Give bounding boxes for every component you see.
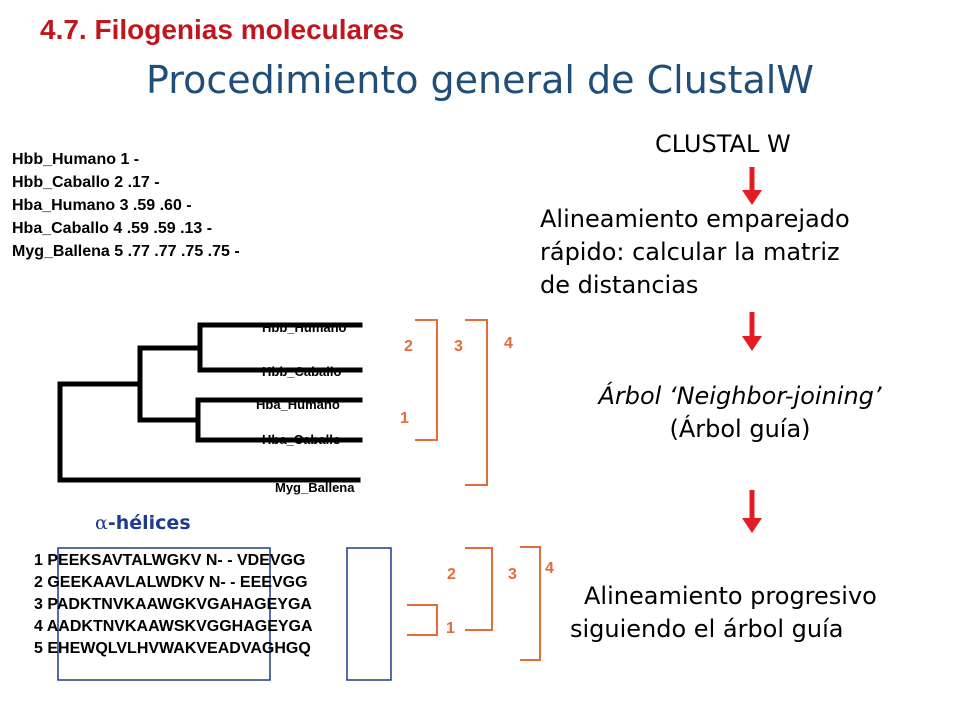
step-clustalw: CLUSTAL W [655, 130, 791, 158]
matrix-row: Hba_Caballo 4 .59 .59 .13 - [12, 220, 213, 237]
step-line: siguiendo el árbol guía [570, 615, 844, 643]
step-line: (Árbol guía) [669, 415, 811, 443]
clade-number: 2 [404, 338, 413, 355]
step-line: de distancias [540, 271, 699, 299]
step-line: rápido: calcular la matriz [540, 238, 840, 266]
clade-number: 1 [400, 410, 409, 427]
tree-leaf-label: Hba_Humano [256, 397, 340, 412]
step-line: Alineamiento progresivo [584, 582, 877, 610]
flow-arrows [742, 167, 762, 533]
main-title: Procedimiento general de ClustalW [146, 58, 814, 102]
alpha-helices-heading: α-hélices [95, 512, 191, 534]
step-progressive-alignment: Alineamiento progresivo siguiendo el árb… [570, 580, 877, 646]
sequence-row: 5 EHEWQLVLHVWAKVEADVAGHGQ [34, 640, 311, 657]
distance-matrix: Hbb_Humano 1 - Hbb_Caballo 2 .17 - Hba_H… [12, 148, 240, 263]
guide-tree [57, 322, 363, 483]
clade-number: 4 [504, 335, 513, 352]
tree-leaf-label: Myg_Ballena [275, 480, 355, 495]
section-title: 4.7. Filogenias moleculares [40, 14, 405, 45]
matrix-row: Myg_Ballena 5 .77 .77 .75 .75 - [12, 243, 240, 260]
sequence-row: 2 GEEKAAVLALWDKV N- - EEEVGG [34, 574, 308, 591]
sequence-row: 1 PEEKSAVTALWGKV N- - VDEVGG [34, 552, 306, 569]
tree-leaf-label: Hbb_Caballo [262, 364, 342, 379]
clade-number: 1 [446, 620, 455, 637]
clade-number: 3 [508, 566, 517, 583]
matrix-row: Hbb_Humano 1 - [12, 151, 140, 168]
step-line: Alineamiento emparejado [540, 205, 850, 233]
clade-number: 4 [545, 560, 554, 577]
step-pairwise-alignment: Alineamiento emparejado rápido: calcular… [540, 203, 850, 302]
alpha-helices-label: -hélices [107, 512, 191, 534]
step-neighbor-joining: Árbol ‘Neighbor-joining’ (Árbol guía) [540, 380, 940, 446]
tree-leaf-label: Hbb_Humano [262, 320, 347, 335]
alignment-boxes [57, 547, 392, 681]
sequence-alignment: 1 PEEKSAVTALWGKV N- - VDEVGG 2 GEEKAAVLA… [34, 550, 313, 660]
alignment-brackets [407, 546, 541, 661]
alpha-symbol: α [95, 512, 108, 534]
tree-leaf-label: Hba_Caballo [262, 432, 341, 447]
matrix-row: Hbb_Caballo 2 .17 - [12, 174, 160, 191]
matrix-row: Hba_Humano 3 .59 .60 - [12, 197, 192, 214]
clade-number: 2 [447, 566, 456, 583]
sequence-row: 4 AADKTNVKAAWSKVGGHAGEYGA [34, 618, 313, 635]
sequence-row: 3 PADKTNVKAAWGKVGAHAGEYGA [34, 596, 312, 613]
step-line: Árbol ‘Neighbor-joining’ [598, 382, 882, 410]
tree-brackets [415, 319, 488, 486]
clade-number: 3 [454, 338, 463, 355]
